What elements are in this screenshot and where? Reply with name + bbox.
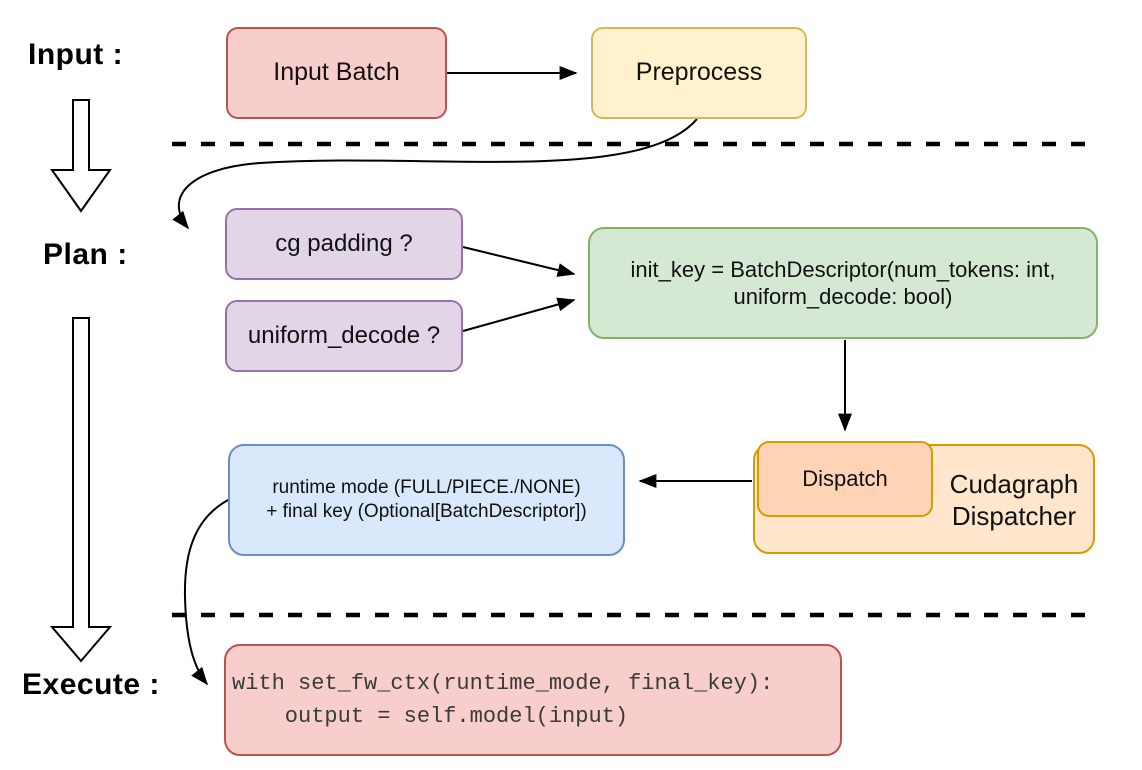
- execute-code-line2: output = self.model(input): [232, 704, 629, 729]
- node-init-key: init_key = BatchDescriptor(num_tokens: i…: [588, 227, 1098, 339]
- node-dispatch-label: Dispatch: [802, 466, 888, 492]
- cudagraph-dispatcher-line1: Cudagraph: [949, 468, 1079, 499]
- node-runtime-mode-line2: + final key (Optional[BatchDescriptor]): [266, 501, 587, 522]
- stage-arrow-input-to-plan: [50, 99, 112, 213]
- node-preprocess-label: Preprocess: [635, 58, 763, 87]
- node-init-key-line2: uniform_decode: bool): [733, 284, 953, 309]
- arrow-uniformdecode-to-initkey: [462, 297, 576, 332]
- cudagraph-dispatcher-line2: Dispatcher: [951, 501, 1077, 531]
- node-uniform-decode-label: uniform_decode ?: [247, 322, 441, 349]
- node-cg-padding-label: cg padding ?: [275, 230, 413, 257]
- stage-arrow-plan-to-execute: [49, 317, 113, 663]
- node-init-key-line1: init_key = BatchDescriptor(num_tokens: i…: [630, 256, 1056, 282]
- cudagraph-dispatcher-label: Cudagraph Dispatcher: [933, 466, 1095, 534]
- curve-runtimemode-to-executecode: [183, 498, 231, 686]
- node-execute-code: with set_fw_ctx(runtime_mode, final_key)…: [224, 644, 842, 756]
- stage-label-execute: Execute :: [22, 668, 160, 701]
- execute-code-line1: with set_fw_ctx(runtime_mode, final_key)…: [232, 671, 774, 696]
- node-preprocess: Preprocess: [591, 27, 807, 119]
- node-uniform-decode: uniform_decode ?: [225, 300, 463, 372]
- stage-label-plan: Plan :: [43, 238, 128, 271]
- node-input-batch-label: Input Batch: [273, 58, 400, 87]
- stage-label-input: Input :: [28, 38, 124, 71]
- node-input-batch: Input Batch: [226, 27, 447, 119]
- node-runtime-mode-line1: runtime mode (FULL/PIECE./NONE): [272, 477, 581, 499]
- arrow-cgpadding-to-initkey: [462, 246, 576, 277]
- node-runtime-mode: runtime mode (FULL/PIECE./NONE) + final …: [228, 444, 625, 556]
- node-cg-padding: cg padding ?: [225, 208, 463, 280]
- node-dispatch: Dispatch: [757, 441, 933, 517]
